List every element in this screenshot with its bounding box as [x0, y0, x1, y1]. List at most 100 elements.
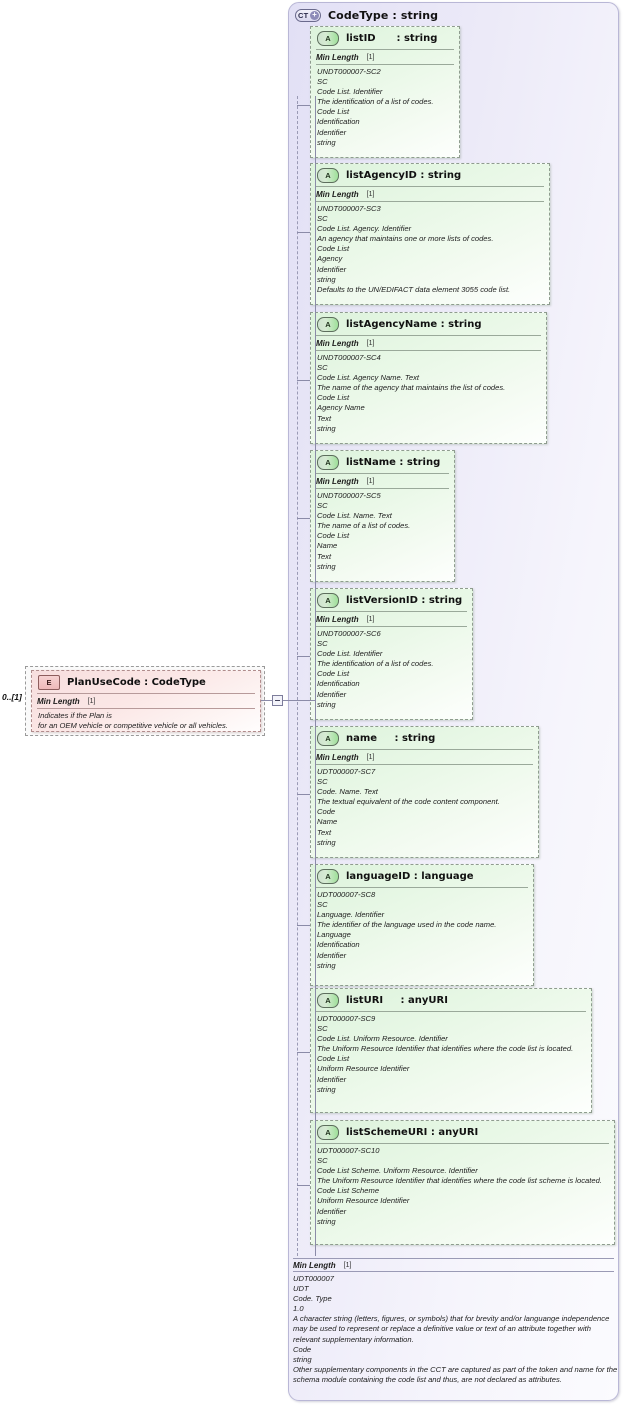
base-facet-row: Min Length [1]: [293, 1258, 614, 1272]
connector-stub: [297, 380, 310, 382]
attribute-name: name : string: [346, 732, 436, 744]
doc-line: Code List Scheme: [317, 1186, 380, 1196]
attribute-icon: A: [317, 30, 339, 46]
connector-stub: [297, 105, 310, 107]
doc-line: SC: [317, 639, 328, 649]
attribute-documentation: UDT000007-SC7 SC Code. Name. Text The te…: [311, 765, 538, 851]
element-box-PlanUseCode[interactable]: E PlanUseCode : CodeType Min Length [1] …: [31, 670, 261, 732]
base-facet-name: Min Length: [293, 1260, 336, 1270]
codetype-title: CodeType : string: [328, 8, 439, 22]
attribute-box-listAgencyName[interactable]: A listAgencyName : string Min Length [1]…: [310, 312, 547, 444]
attribute-box-name[interactable]: A name : string Min Length [1] UDT000007…: [310, 726, 539, 858]
doc-line: for an OEM vehicle or competitive vehicl…: [38, 721, 228, 731]
doc-line: UNDT000007-SC2: [317, 67, 381, 76]
doc-line: The Uniform Resource Identifier that ide…: [317, 1176, 602, 1186]
doc-line: The identification of a list of codes.: [317, 97, 434, 107]
facet-value: [1]: [366, 753, 375, 761]
facet-row: Min Length [1]: [316, 611, 467, 627]
doc-line: SC: [317, 900, 328, 910]
doc-line: Defaults to the UN/EDIFACT data element …: [317, 284, 511, 294]
doc-line: Language: [317, 930, 351, 940]
attribute-box-listAgencyID[interactable]: A listAgencyID : string Min Length [1] U…: [310, 163, 550, 305]
facet-name: Min Length: [316, 752, 359, 762]
doc-line: string: [317, 561, 336, 571]
doc-line: An agency that maintains one or more lis…: [317, 234, 494, 244]
attribute-header: A listAgencyName : string: [311, 313, 546, 335]
doc-line: SC: [317, 501, 328, 511]
collapse-expander-button[interactable]: [272, 695, 283, 706]
doc-line: Identifier: [317, 1074, 347, 1084]
doc-line: Code List. Uniform Resource. Identifier: [317, 1034, 448, 1044]
attribute-icon: A: [317, 454, 339, 470]
attribute-header: A listAgencyID : string: [311, 164, 549, 186]
expand-plus-icon[interactable]: +: [310, 10, 319, 20]
attribute-box-listID[interactable]: A listID : string Min Length [1] UNDT000…: [310, 26, 460, 158]
doc-line: 1.0: [293, 1304, 304, 1314]
facet-value: [1]: [366, 53, 375, 61]
doc-line: string: [317, 137, 336, 147]
doc-line: SC: [317, 214, 328, 224]
facet-row: Min Length [1]: [37, 693, 255, 709]
doc-line: string: [317, 1084, 336, 1094]
attribute-box-listName[interactable]: A listName : string Min Length [1] UNDT0…: [310, 450, 455, 582]
doc-line: The identification of a list of codes.: [317, 659, 434, 669]
doc-line: string: [317, 837, 336, 847]
attribute-box-listSchemeURI[interactable]: A listSchemeURI : anyURI UDT000007-SC10 …: [310, 1120, 615, 1245]
facet-value: [1]: [366, 615, 375, 623]
doc-line: Code: [293, 1344, 312, 1354]
doc-line: UDT: [293, 1284, 309, 1294]
facet-row: Min Length [1]: [316, 749, 533, 765]
doc-line: Code List. Name. Text: [317, 511, 392, 521]
doc-line: Text: [317, 551, 332, 561]
facet-value: [1]: [366, 190, 375, 198]
doc-line: string: [317, 423, 336, 433]
doc-line: Identifier: [317, 689, 347, 699]
facet-value: [1]: [87, 697, 96, 705]
doc-line: The name of a list of codes.: [317, 521, 411, 531]
facet-name: Min Length: [316, 189, 359, 199]
facet-name: Min Length: [37, 696, 80, 706]
doc-line: Uniform Resource Identifier: [317, 1196, 410, 1206]
doc-line: UNDT000007-SC5: [317, 491, 381, 500]
element-documentation: Indicates if the Plan is for an OEM vehi…: [32, 709, 260, 734]
attribute-box-listURI[interactable]: A listURI : anyURI UDT000007-SC9 SC Code…: [310, 988, 592, 1113]
attribute-header: A listVersionID : string: [311, 589, 472, 611]
doc-line: SC: [317, 1156, 328, 1166]
attribute-box-languageID[interactable]: A languageID : language UDT000007-SC8 SC…: [310, 864, 534, 986]
facet-name: Min Length: [316, 338, 359, 348]
element-header: E PlanUseCode : CodeType: [32, 671, 260, 693]
facet-name: Min Length: [316, 476, 359, 486]
facet-name: Min Length: [316, 52, 359, 62]
attribute-icon: A: [317, 730, 339, 746]
attribute-documentation: UDT000007-SC9 SC Code List. Uniform Reso…: [316, 1011, 586, 1098]
doc-line: Name: [317, 541, 338, 551]
attribute-name: listID : string: [346, 32, 438, 44]
doc-line: The textual equivalent of the code conte…: [317, 797, 500, 807]
doc-line: Name: [317, 817, 338, 827]
attribute-name: listAgencyName : string: [346, 318, 482, 330]
doc-line: UNDT000007-SC3: [317, 204, 381, 213]
attribute-icon: A: [317, 868, 339, 884]
attribute-icon: A: [317, 1124, 339, 1140]
doc-line: A character string (letters, figures, or…: [293, 1314, 610, 1344]
doc-line: Identifier: [317, 1206, 347, 1216]
doc-line: Code List: [317, 669, 350, 679]
connector-stub: [297, 1185, 310, 1187]
doc-line: UDT000007: [293, 1274, 334, 1283]
attribute-icon: A: [317, 992, 339, 1008]
doc-line: Identification: [317, 117, 360, 127]
attribute-name: listURI : anyURI: [346, 994, 448, 1006]
attribute-box-listVersionID[interactable]: A listVersionID : string Min Length [1] …: [310, 588, 473, 720]
doc-line: Other supplementary components in the CC…: [293, 1364, 618, 1384]
doc-line: Code List: [317, 393, 350, 403]
doc-line: Code List. Identifier: [317, 87, 383, 97]
complextype-badge-label: CT: [298, 10, 309, 20]
doc-line: string: [317, 274, 336, 284]
connector-stub: [297, 925, 310, 927]
doc-line: UDT000007-SC9: [317, 1014, 376, 1023]
attribute-documentation: UNDT000007-SC5 SC Code List. Name. Text …: [311, 489, 454, 575]
doc-line: Code List: [317, 107, 350, 117]
attribute-header: A listSchemeURI : anyURI: [311, 1121, 614, 1143]
attribute-connector-rail: [297, 96, 299, 1256]
doc-line: The identifier of the language used in t…: [317, 920, 497, 930]
